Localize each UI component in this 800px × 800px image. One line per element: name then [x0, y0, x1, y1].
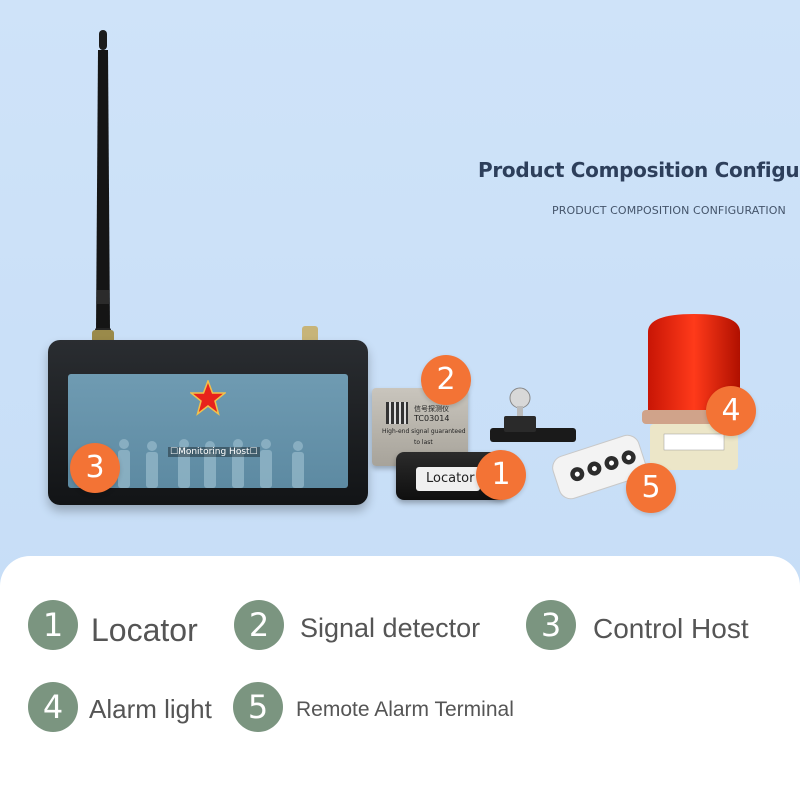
callout-badge-1: 1 [476, 450, 526, 500]
soldier-silhouettes-image [118, 439, 304, 488]
qr-code-icon [386, 402, 408, 424]
callout-badge-2: 2 [421, 355, 471, 405]
page-subtitle: PRODUCT COMPOSITION CONFIGURATION [552, 204, 786, 217]
star-emblem-icon [190, 380, 226, 416]
antenna-image [95, 30, 111, 348]
legend-label-alarm-light: Alarm light [89, 694, 212, 724]
detector-label-line: 信号探测仪 [414, 405, 449, 413]
probe-clamp-image [490, 387, 576, 442]
detector-model-line: TC03014 [414, 414, 450, 423]
locator-tag [416, 467, 480, 491]
detector-slogan-line: High-end signal guaranteed [382, 428, 466, 435]
remote-control-image [552, 434, 647, 500]
callout-badge-4: 4 [706, 386, 756, 436]
legend-number-1: 1 [28, 600, 78, 650]
legend-number-2: 2 [234, 600, 284, 650]
detector-slogan-line-2: to last [414, 439, 433, 446]
legend-label-locator: Locator [91, 612, 198, 648]
page-title: Product Composition Configuration [478, 158, 800, 182]
legend-label-signal-detector: Signal detector [300, 613, 481, 643]
legend-number-5: 5 [233, 682, 283, 732]
legend-number-4: 4 [28, 682, 78, 732]
host-screen-label: ☐Monitoring Host☐ [168, 447, 260, 457]
legend-label-remote-alarm-terminal: Remote Alarm Terminal [296, 698, 514, 721]
legend-label-control-host: Control Host [593, 613, 749, 644]
callout-badge-5: 5 [626, 463, 676, 513]
legend-card [0, 556, 800, 800]
locator-device-label: Locator [426, 471, 475, 486]
legend-number-3: 3 [526, 600, 576, 650]
callout-badge-3: 3 [70, 443, 120, 493]
